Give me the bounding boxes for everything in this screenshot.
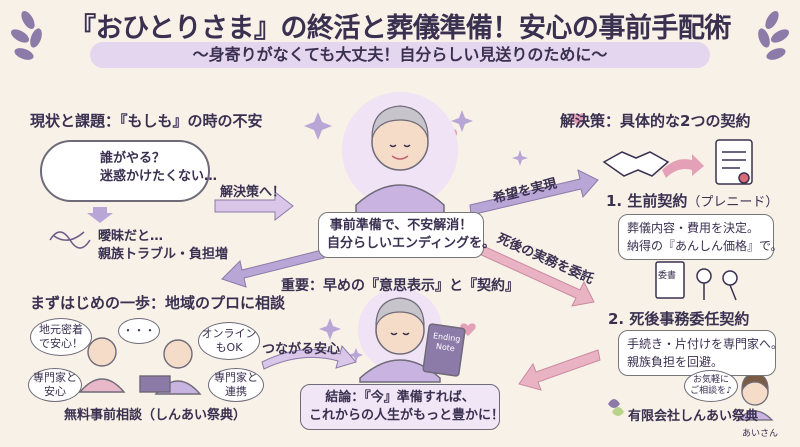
label-connect: つながる安心 xyxy=(262,342,341,357)
elderly-person-icon xyxy=(355,105,445,216)
contract1-line-2: 納得の『あんしん価格』で。 xyxy=(627,239,783,253)
vague-line-1: 曖昧だと… xyxy=(98,229,164,244)
scroll-document-icon xyxy=(715,139,753,185)
arrow-to-first-step xyxy=(221,249,325,288)
label-to-solution: 解決策へ！ xyxy=(220,185,286,200)
conclusion-line-1: 結論：『今』準備すれば、 xyxy=(325,390,475,405)
handshake-icon xyxy=(602,151,670,177)
mascot-name: あいさん xyxy=(742,429,779,439)
worry-cloud xyxy=(40,140,210,202)
mascot-icon xyxy=(736,373,774,421)
solution-heading: 解決策：具体的な2つの契約 xyxy=(560,112,751,130)
bubble-local: 地元密着で安心！ xyxy=(30,318,92,356)
doc-label: 委書 xyxy=(658,271,677,281)
person-with-note-icon xyxy=(359,297,466,383)
laurel-left-icon xyxy=(10,10,42,60)
contract1-title: 1. 生前契約 xyxy=(606,192,688,210)
contract1-title-row: 1. 生前契約（プレニード） xyxy=(606,190,778,212)
speech-box: 事前準備で、不安解消！ 自分らしいエンディングを。 xyxy=(318,212,496,258)
arrow-from-contract2 xyxy=(518,349,601,391)
speech-line-1: 事前準備で、不安解消！ xyxy=(329,218,473,233)
arrow-worry-down xyxy=(87,207,113,223)
keys-icon xyxy=(696,268,738,301)
speech-line-2: 自分らしいエンディングを。 xyxy=(327,236,496,251)
mascot-bubble: お気軽にご相談を♪ xyxy=(684,370,738,402)
bubble-link: 専門家と連携 xyxy=(208,368,264,402)
worry-line-1: 誰がやる？ xyxy=(100,151,166,166)
tangled-lines-icon xyxy=(49,231,91,249)
vague-line-2: 親族トラブル・負担増 xyxy=(98,247,229,262)
conclusion-box: 結論：『今』準備すれば、 これからの人生がもっと豊かに！ xyxy=(300,384,505,430)
company-logo-icon xyxy=(608,399,624,416)
conclusion-line-2: これからの人生がもっと豊かに！ xyxy=(309,408,505,423)
current-heading: 現状と課題：『もしも』の時の不安 xyxy=(30,112,263,130)
contract1-suffix: （プレニード） xyxy=(687,195,779,210)
arrow-connect xyxy=(261,344,357,370)
first-step-heading: まずはじめの一歩：地域のプロに相談 xyxy=(30,294,286,312)
arrow-after-death xyxy=(465,239,595,307)
document-icon xyxy=(655,261,685,299)
contract2-box: 手続き・片付けを専門家へ。 親族負担を回避。 xyxy=(618,330,784,376)
curved-arrow-icon xyxy=(662,154,704,178)
consultation-people-icon xyxy=(78,337,202,395)
contract1-line-1: 葬儀内容・費用を決定。 xyxy=(627,221,760,235)
contract2-title: 2. 死後事務委任契約 xyxy=(608,310,750,328)
page-subtitle: ～身寄りがなくても大丈夫！自分らしい見送りのために～ xyxy=(90,42,710,68)
first-step-caption: 無料事前相談（しんあい祭典） xyxy=(64,408,247,423)
arrow-realize-hope xyxy=(469,169,599,216)
arrow-to-solution xyxy=(214,190,294,222)
important-label: 重要：早めの『意思表示』と『契約』 xyxy=(281,278,519,294)
contract2-line-1: 手続き・片付けを専門家へ。 xyxy=(627,337,784,351)
laurel-right-icon xyxy=(758,10,790,60)
company-name: 有限会社しんあい祭典 xyxy=(628,409,759,424)
bubble-dots: ・・・ xyxy=(118,318,160,344)
contract1-box: 葬儀内容・費用を決定。 納得の『あんしん価格』で。 xyxy=(618,214,783,260)
page-title: 『おひとりさま』の終活と葬儀準備！安心の事前手配術 xyxy=(69,13,731,44)
contract2-line-2: 親族負担を回避。 xyxy=(627,355,724,369)
bubble-expert: 専門家と安心 xyxy=(28,368,82,402)
bubble-online: オンラインもOK xyxy=(198,322,260,360)
worry-line-2: 迷惑かけたくない… xyxy=(100,169,218,184)
